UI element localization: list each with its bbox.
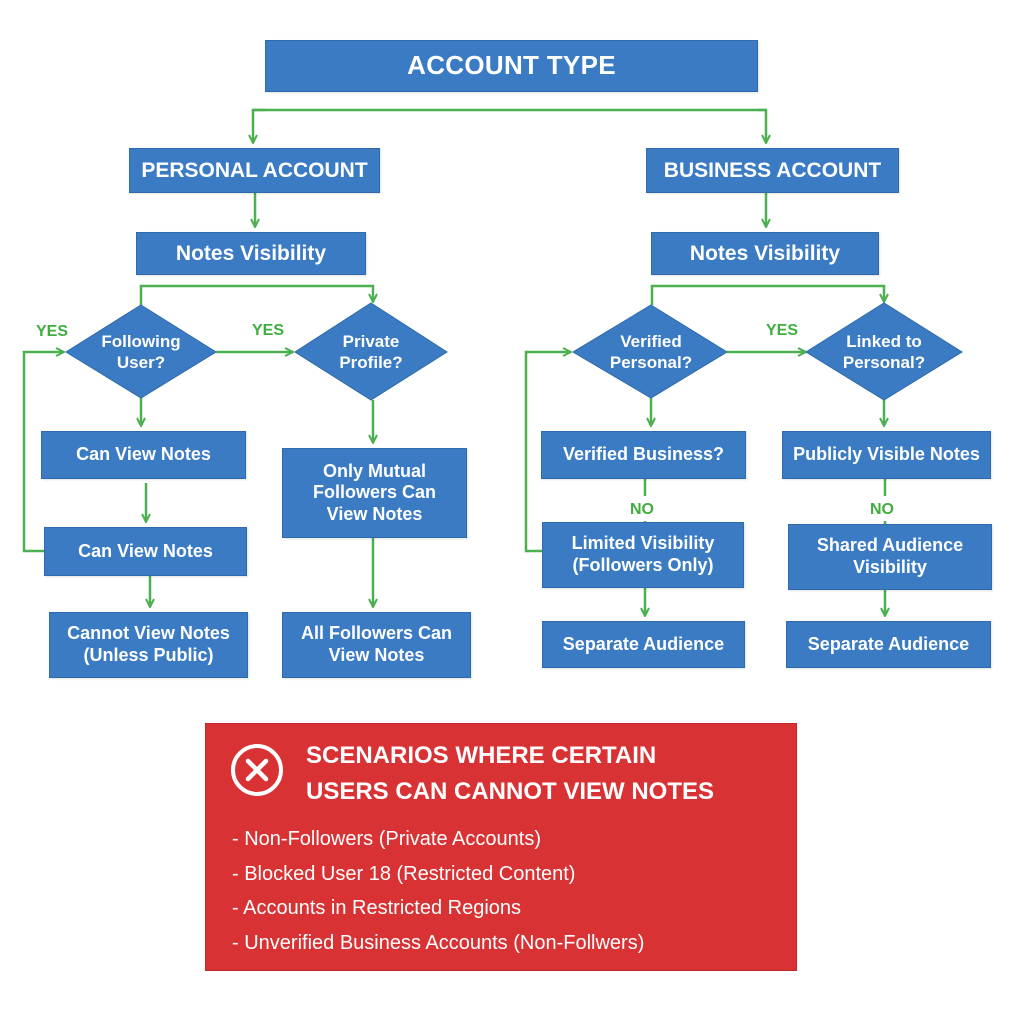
business-account-header: BUSINESS ACCOUNT <box>646 148 899 193</box>
circle-x-icon <box>231 744 283 796</box>
shared-audience-box: Shared Audience Visibility <box>788 524 992 590</box>
personal-account-header: PERSONAL ACCOUNT <box>129 148 380 193</box>
alert-item-unverified-business: - Unverified Business Accounts (Non-Foll… <box>232 931 645 954</box>
edge-label-yes-private: YES <box>252 322 285 339</box>
connector-personal-visibility-private <box>139 284 373 305</box>
personal-notes-visibility: Notes Visibility <box>136 232 366 275</box>
connector-title-personal <box>253 108 265 143</box>
decision-verified-personal: Verified Personal? <box>609 331 693 372</box>
alert-item-restricted-regions: - Accounts in Restricted Regions <box>232 897 522 919</box>
decision-linked-shape <box>805 302 963 401</box>
edge-label-yes-loop: YES <box>36 323 69 340</box>
account-type-title: ACCOUNT TYPE <box>265 40 758 92</box>
limited-visibility-box: Limited Visibility (Followers Only) <box>542 522 744 588</box>
alert-item-blocked-user: - Blocked User 18 (Restricted Content) <box>232 862 576 885</box>
alert-item-non-followers: - Non-Followers (Private Accounts) <box>232 828 541 850</box>
connector-business-visibility-linked <box>650 284 884 305</box>
decision-following-shape <box>65 304 217 399</box>
decision-private-shape <box>294 302 448 401</box>
alert-scenario-list: - Non-Followers (Private Accounts) - Blo… <box>232 822 644 960</box>
separate-audience-box-right: Separate Audience <box>786 621 991 668</box>
connector-title-business <box>758 108 766 143</box>
decision-verified-shape <box>572 304 728 399</box>
decision-private-profile: Private Profile? <box>339 331 403 372</box>
alert-title: SCENARIOS WHERE CERTAIN USERS CAN CANNOT… <box>306 742 715 805</box>
business-notes-visibility: Notes Visibility <box>651 232 879 275</box>
can-view-notes-box-1: Can View Notes <box>41 431 246 479</box>
all-followers-box: All Followers Can View Notes <box>282 612 471 678</box>
verified-business-box: Verified Business? <box>541 431 746 479</box>
publicly-visible-notes-box: Publicly Visible Notes <box>782 431 991 479</box>
connector-loop-canview2-following <box>22 352 64 553</box>
decision-linked-personal: Linked to Personal? <box>842 331 926 372</box>
can-view-notes-box-2: Can View Notes <box>44 527 247 576</box>
edge-label-no-limited: NO <box>630 501 654 518</box>
separate-audience-box-left: Separate Audience <box>542 621 745 668</box>
cannot-view-notes-box: Cannot View Notes (Unless Public) <box>49 612 248 678</box>
mutual-followers-box: Only Mutual Followers Can View Notes <box>282 448 467 538</box>
connector-loop-limited-verified <box>524 352 571 553</box>
edge-label-yes-linked: YES <box>766 322 799 339</box>
restrictions-alert-panel: SCENARIOS WHERE CERTAIN USERS CAN CANNOT… <box>205 723 797 971</box>
edge-label-no-shared: NO <box>870 501 894 518</box>
decision-following-user: Following User? <box>101 331 181 372</box>
